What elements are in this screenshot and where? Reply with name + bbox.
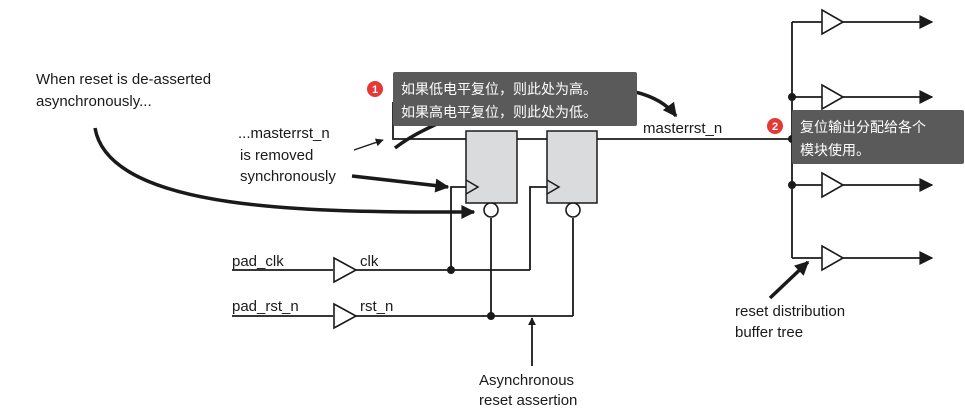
note-2-line-2: 模块使用。 bbox=[800, 142, 870, 159]
buffer-outputs bbox=[843, 15, 934, 265]
buffer-tree-arrow bbox=[768, 260, 810, 300]
note-2-badge bbox=[767, 118, 783, 134]
clk-label: clk bbox=[360, 253, 379, 270]
dist-tree-label-2: buffer tree bbox=[735, 324, 803, 341]
note-1-box bbox=[393, 72, 637, 126]
dist-buffer-icon-2 bbox=[821, 83, 845, 111]
masterrst-label-arrow bbox=[353, 138, 384, 151]
clk-buffer-icon bbox=[333, 256, 358, 284]
junction-trunk-top bbox=[788, 93, 796, 101]
dist-buffer-icon-3 bbox=[821, 171, 845, 199]
rst-label: rst_n bbox=[360, 298, 393, 315]
flip-flop-1 bbox=[465, 130, 518, 218]
sync-arrow bbox=[351, 174, 450, 193]
note-1: 如果低电平复位，则此处为高。 如果高电平复位，则此处为低。 1 bbox=[367, 72, 637, 126]
async-deassert-arrow bbox=[93, 127, 476, 220]
note-2: 复位输出分配给各个 模块使用。 2 bbox=[767, 110, 964, 164]
rst-buffer-icon bbox=[333, 302, 358, 330]
wires bbox=[232, 21, 822, 317]
async-assert-label-1: Asynchronous bbox=[479, 372, 574, 389]
annotation-arrows bbox=[93, 85, 810, 366]
note-1-line-2: 如果高电平复位，则此处为低。 bbox=[401, 104, 597, 121]
note-1-line-1: 如果低电平复位，则此处为高。 bbox=[401, 81, 597, 98]
note-2-box bbox=[792, 110, 964, 164]
masterrst-output-label: masterrst_n bbox=[643, 120, 722, 137]
dist-buffer-icon-1 bbox=[821, 8, 845, 36]
flip-flop-2 bbox=[546, 130, 598, 218]
when-reset-label-2: asynchronously... bbox=[36, 93, 152, 110]
note-2-line-1: 复位输出分配给各个 bbox=[800, 119, 926, 136]
pad-rst-label: pad_rst_n bbox=[232, 298, 299, 315]
note-1-badge bbox=[367, 81, 383, 97]
note-2-badge-label: 2 bbox=[772, 121, 778, 133]
ff1-reset-bubble bbox=[483, 202, 499, 218]
when-reset-label-1: When reset is de-asserted bbox=[36, 71, 211, 88]
clk-ff2-wire bbox=[529, 186, 547, 270]
junction-trunk-low bbox=[788, 181, 796, 189]
async-assert-label-2: reset assertion bbox=[479, 392, 577, 409]
note-1-badge-label: 1 bbox=[372, 84, 378, 96]
masterrst-removed-label-1: ...masterrst_n bbox=[238, 125, 330, 142]
clk-ff1-wire bbox=[450, 186, 466, 270]
junction-clk-ff1 bbox=[447, 266, 455, 274]
junctions bbox=[447, 93, 796, 320]
ff1-clock-icon bbox=[465, 179, 480, 195]
distribution-buffers bbox=[821, 8, 845, 272]
junction-rst-ff1 bbox=[487, 312, 495, 320]
input-buffers bbox=[333, 256, 358, 330]
ff2-reset-bubble bbox=[565, 202, 581, 218]
pad-clk-label: pad_clk bbox=[232, 253, 284, 270]
dist-tree-label-1: reset distribution bbox=[735, 303, 845, 320]
dist-buffer-icon-4 bbox=[821, 244, 845, 272]
masterrst-removed-label-3: synchronously bbox=[240, 168, 336, 185]
ff2-clock-icon bbox=[546, 179, 561, 195]
masterrst-removed-label-2: is removed bbox=[240, 147, 313, 164]
